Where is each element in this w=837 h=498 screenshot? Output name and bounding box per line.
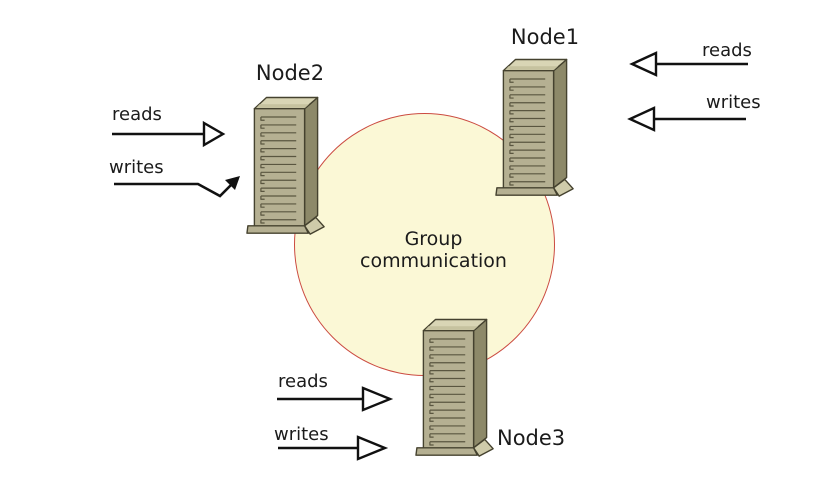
node1-writes-label: writes xyxy=(706,92,761,113)
node3-label: Node3 xyxy=(497,426,566,450)
node3-reads-label: reads xyxy=(278,371,328,392)
node3-writes-arrow-icon xyxy=(278,435,389,461)
node3-writes-label: writes xyxy=(274,424,329,445)
node3-server-icon xyxy=(415,318,494,457)
node2-writes-label: writes xyxy=(109,157,164,178)
node2-server-icon xyxy=(246,96,325,235)
node1-reads-label: reads xyxy=(702,40,752,61)
node1-writes-arrow-icon xyxy=(627,106,746,132)
node2-writes-arrow-icon xyxy=(114,176,240,198)
node3-reads-arrow-icon xyxy=(277,386,394,412)
node1-reads-arrow-icon xyxy=(629,51,748,77)
node2-reads-arrow-icon xyxy=(112,120,226,148)
node2-reads-label: reads xyxy=(112,104,162,125)
node2-label: Node2 xyxy=(255,61,325,85)
group-communication-label: Group communication xyxy=(360,228,507,272)
node1-server-icon xyxy=(495,58,574,197)
node1-label: Node1 xyxy=(510,25,580,49)
